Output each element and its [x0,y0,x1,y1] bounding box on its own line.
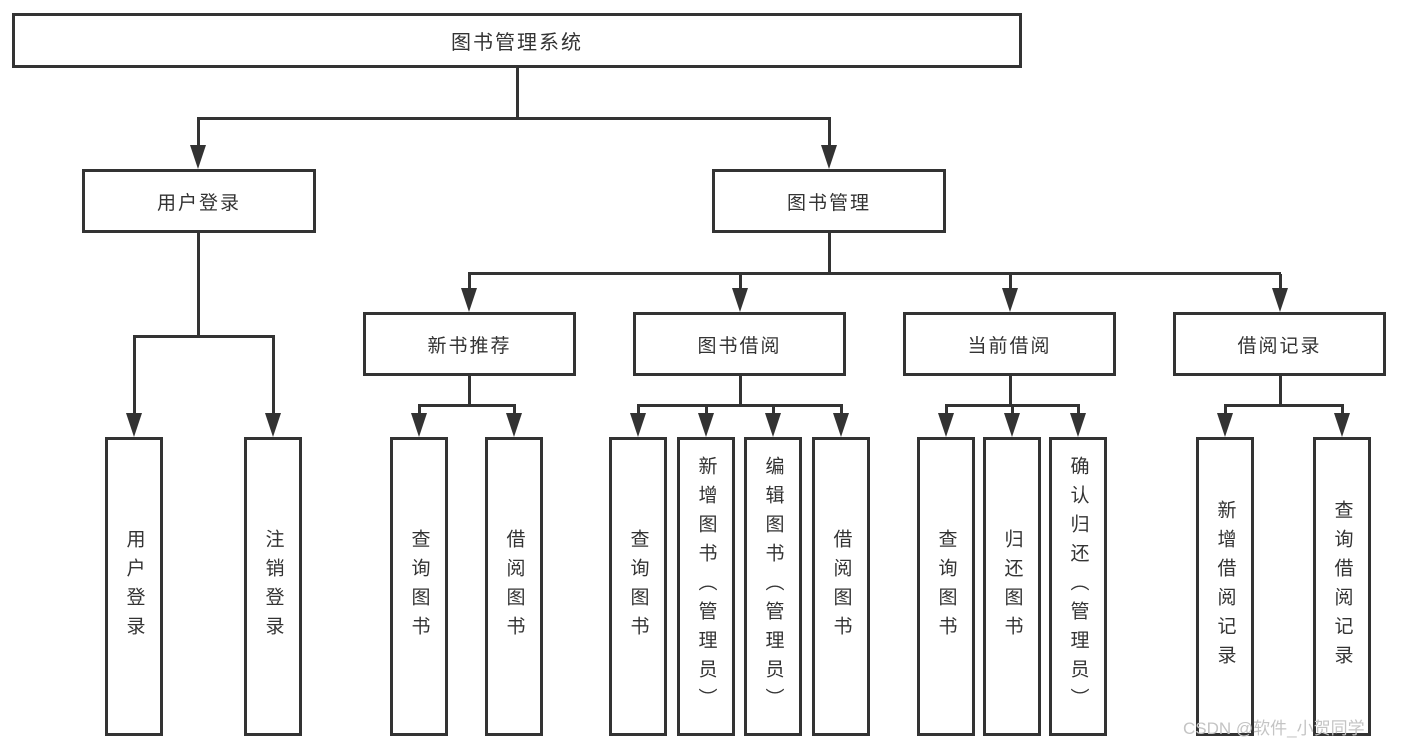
leaf-newbook-borrow-books: 借阅图书 [485,437,543,736]
arrow-down-icon [1334,413,1350,437]
leaf-borrow-borrow-books: 借阅图书 [812,437,870,736]
arrow-down-icon [1272,288,1288,312]
connector-line [133,335,275,338]
leaf-borrow-add-books-label: 新增图书（管理员） [695,456,717,717]
connector-line [739,274,742,290]
node-book-borrow: 图书借阅 [633,312,846,376]
connector-line [513,406,516,416]
node-user-login: 用户登录 [82,169,316,233]
connector-line [1279,376,1282,407]
leaf-newbook-query-books-label: 查询图书 [408,528,430,645]
connector-line [468,376,471,407]
node-book-borrow-label: 图书借阅 [697,335,782,357]
connector-line [197,233,200,337]
node-current-borrow-label: 当前借阅 [967,335,1052,357]
connector-line [945,404,1080,407]
leaf-current-return-books: 归还图书 [983,437,1041,736]
node-book-management: 图书管理 [712,169,946,233]
leaf-borrow-query-books-label: 查询图书 [627,528,649,645]
connector-line [739,376,742,407]
arrow-down-icon [506,413,522,437]
node-borrow-records: 借阅记录 [1173,312,1386,376]
leaf-borrow-borrow-books-label: 借阅图书 [830,528,852,645]
connector-line [1009,274,1012,290]
arrow-down-icon [821,145,837,169]
arrow-down-icon [1217,413,1233,437]
node-user-login-label: 用户登录 [156,192,241,214]
node-book-management-label: 图书管理 [786,192,871,214]
arrow-down-icon [265,413,281,437]
leaf-borrow-edit-books-label: 编辑图书（管理员） [762,456,784,717]
connector-line [637,404,843,407]
leaf-records-query-record-label: 查询借阅记录 [1331,499,1353,674]
connector-line [1077,406,1080,416]
node-new-book-recommend: 新书推荐 [363,312,576,376]
leaf-user-login: 用户登录 [105,437,163,736]
leaf-current-query-books-label: 查询图书 [935,528,957,645]
arrow-down-icon [630,413,646,437]
connector-line [637,406,640,416]
leaf-borrow-add-books: 新增图书（管理员） [677,437,735,736]
connector-line [197,118,200,150]
connector-line [197,117,831,120]
arrow-down-icon [765,413,781,437]
leaf-records-add-record: 新增借阅记录 [1196,437,1254,736]
leaf-current-confirm-return-label: 确认归还（管理员） [1067,456,1089,717]
connector-line [1341,406,1344,416]
leaf-records-add-record-label: 新增借阅记录 [1214,499,1236,674]
leaf-newbook-borrow-books-label: 借阅图书 [503,528,525,645]
arrow-down-icon [938,413,954,437]
connector-line [272,337,275,415]
leaf-current-return-books-label: 归还图书 [1001,528,1023,645]
arrow-down-icon [1002,288,1018,312]
leaf-current-confirm-return: 确认归还（管理员） [1049,437,1107,736]
arrow-down-icon [126,413,142,437]
leaf-records-query-record: 查询借阅记录 [1313,437,1371,736]
arrow-down-icon [190,145,206,169]
csdn-watermark: CSDN @软件_小贺同学 [1183,719,1365,738]
connector-line [1224,404,1344,407]
arrow-down-icon [732,288,748,312]
leaf-user-login-label: 用户登录 [123,528,145,645]
connector-line [828,118,831,150]
connector-line [468,272,1281,275]
leaf-current-query-books: 查询图书 [917,437,975,736]
arrow-down-icon [461,288,477,312]
node-borrow-records-label: 借阅记录 [1237,335,1322,357]
connector-line [1011,406,1014,416]
arrow-down-icon [698,413,714,437]
connector-line [945,406,948,416]
connector-line [418,406,421,416]
connector-line [1224,406,1227,416]
leaf-logout: 注销登录 [244,437,302,736]
connector-line [516,68,519,118]
leaf-borrow-edit-books: 编辑图书（管理员） [744,437,802,736]
connector-line [468,274,471,290]
arrow-down-icon [411,413,427,437]
connector-line [840,406,843,416]
arrow-down-icon [833,413,849,437]
leaf-logout-label: 注销登录 [262,528,284,645]
node-new-book-recommend-label: 新书推荐 [427,335,512,357]
node-root: 图书管理系统 [12,13,1022,68]
leaf-newbook-query-books: 查询图书 [390,437,448,736]
arrow-down-icon [1004,413,1020,437]
connector-line [1279,274,1282,290]
arrow-down-icon [1070,413,1086,437]
leaf-borrow-query-books: 查询图书 [609,437,667,736]
connector-line [133,337,136,415]
connector-line [772,406,775,416]
connector-line [1009,376,1012,407]
connector-line [418,404,516,407]
connector-line [828,233,831,274]
node-current-borrow: 当前借阅 [903,312,1116,376]
node-root-label: 图书管理系统 [451,32,583,54]
connector-line [705,406,708,416]
